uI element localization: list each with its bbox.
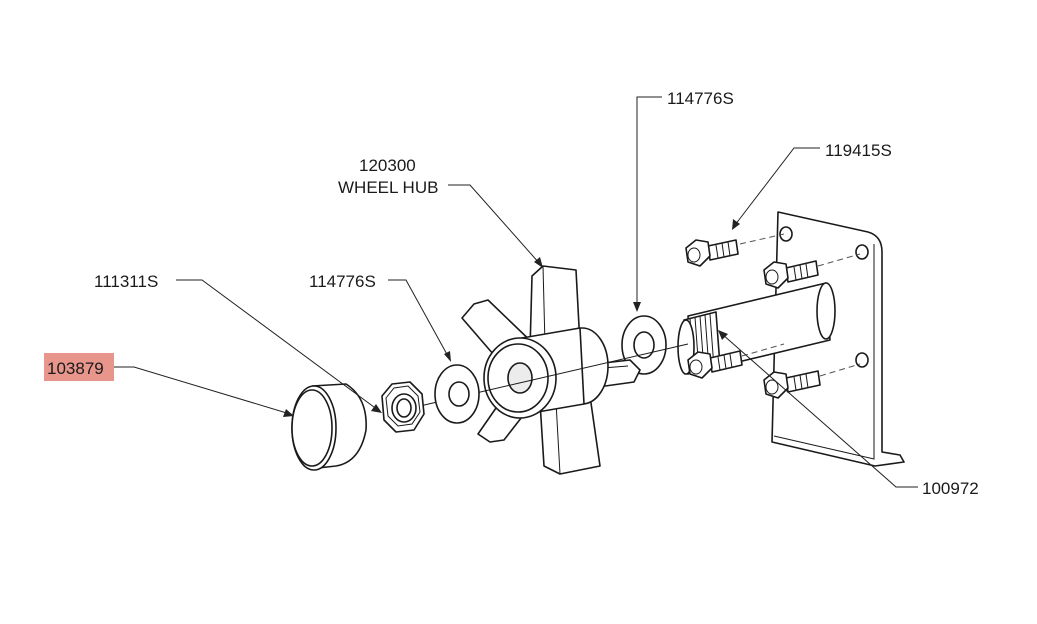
label-hub-name[interactable]: WHEEL HUB	[338, 178, 438, 197]
hub-cap	[291, 383, 367, 471]
label-cap-highlight	[44, 353, 114, 381]
bolt-top-right	[763, 253, 861, 289]
arrow-locknut	[371, 404, 382, 413]
arrow-hub	[534, 257, 543, 268]
label-bolt[interactable]: 119415S	[825, 141, 892, 160]
bolt-bottom-left	[687, 343, 785, 379]
arrow-axle	[718, 330, 728, 340]
bolt-top-left	[685, 233, 785, 267]
label-axle[interactable]: 100972	[922, 479, 979, 498]
leader-washer-front	[388, 279, 450, 359]
arrow-bolt	[732, 219, 740, 230]
leader-locknut	[176, 279, 379, 411]
arrow-washer-top	[633, 302, 641, 312]
arrow-washer-front	[444, 351, 451, 362]
leader-cap	[114, 366, 291, 415]
leader-lines	[114, 96, 918, 488]
wheel-hub	[461, 265, 641, 475]
label-washer-front[interactable]: 114776S	[309, 272, 376, 291]
label-cap[interactable]: 103879	[47, 359, 104, 378]
washer-front	[434, 364, 480, 424]
arrow-cap	[283, 409, 294, 417]
washer-rear	[621, 315, 667, 375]
label-hub-number[interactable]: 120300	[359, 156, 416, 175]
leader-washer-top	[636, 96, 662, 310]
leader-axle	[721, 333, 918, 488]
lock-nut	[381, 381, 425, 433]
bolt-bottom-right	[763, 363, 861, 399]
label-washer-top[interactable]: 114776S	[667, 89, 734, 108]
leader-hub	[448, 184, 541, 265]
label-locknut[interactable]: 111311S	[94, 272, 158, 291]
leader-bolt	[734, 147, 820, 226]
